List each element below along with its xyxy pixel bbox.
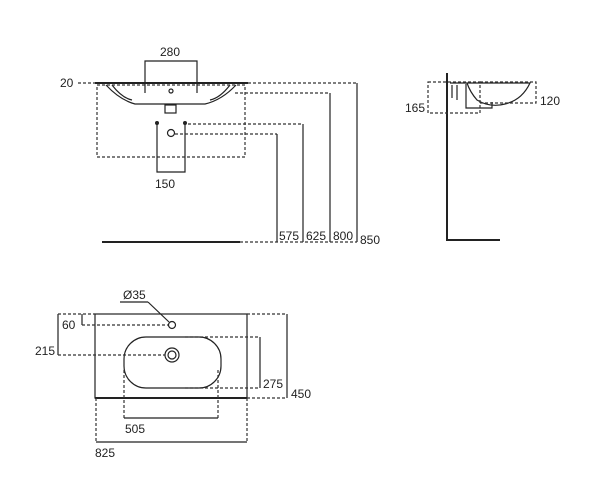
waste-pipe [166, 128, 176, 138]
dim-20-label: 20 [60, 76, 74, 90]
tap-hole-leader [147, 301, 170, 323]
bowl-inner-line [111, 84, 231, 101]
side-view: 165 120 [405, 73, 560, 241]
dim-450-ext [247, 313, 287, 399]
dim-120-label: 120 [540, 94, 560, 108]
dim-450-label: 450 [291, 387, 311, 401]
dim-tap-hole-label: Ø35 [123, 288, 146, 302]
drain [164, 347, 180, 363]
basin-body [451, 84, 493, 109]
drain-inner [167, 350, 177, 360]
dim-215-ext [58, 313, 165, 356]
countertop-outline [94, 313, 248, 399]
dim-150-label: 150 [155, 177, 175, 191]
dim-505-ext [123, 370, 219, 418]
dim-280-line [144, 60, 198, 93]
basin-bowl [105, 84, 237, 105]
basin-profile [450, 82, 531, 106]
dim-275-label: 275 [263, 377, 283, 391]
front-view: 20 280 150 575 625 800 850 [60, 45, 380, 247]
bowl-outline [123, 336, 222, 389]
dim-165-box [427, 81, 481, 114]
dim-575-label: 575 [279, 229, 299, 243]
tap-hole [167, 320, 177, 330]
waste-outlet [164, 104, 177, 114]
dim-505-label: 505 [125, 422, 145, 436]
wall-and-floor [446, 73, 500, 241]
dim-280-label: 280 [160, 45, 180, 59]
dim-625-label: 625 [306, 229, 326, 243]
dim-150-line [156, 123, 186, 173]
dim-60-label: 60 [62, 318, 76, 332]
dim-215-label: 215 [35, 344, 55, 358]
plan-view: Ø35 60 215 275 450 505 825 [35, 288, 311, 460]
dim-850-label: 850 [360, 233, 380, 247]
dim-825-label: 825 [95, 446, 115, 460]
dim-825-ext [95, 398, 248, 442]
overflow [168, 88, 174, 94]
dim-275-ext [185, 336, 260, 389]
dim-800-label: 800 [333, 229, 353, 243]
dim-165-label: 165 [405, 101, 425, 115]
dim-120-box [480, 81, 537, 104]
